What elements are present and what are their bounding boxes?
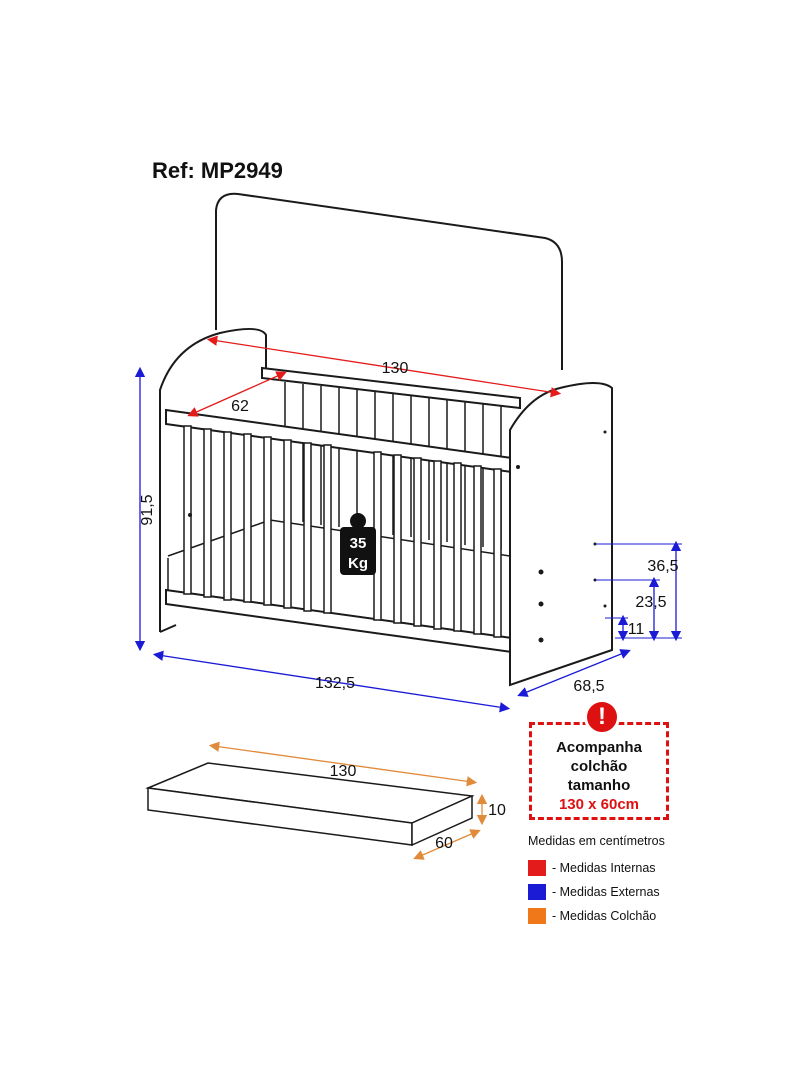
mattress-length-label: 130 [330, 763, 357, 780]
back-panel [215, 192, 563, 370]
legend-swatch-internal [528, 860, 546, 876]
adjustment-holes [188, 430, 607, 643]
legend: Medidas em centímetros - Medidas Interna… [528, 834, 768, 928]
legend-item-internal: - Medidas Internas [528, 856, 768, 880]
weight-badge: 35 Kg [340, 513, 376, 575]
base-height-mid-label: 23,5 [635, 594, 666, 611]
external-depth-line [517, 649, 631, 697]
legend-label-internal: - Medidas Internas [552, 861, 656, 875]
mattress-length-line [208, 741, 478, 787]
notice-line-2: colchão [570, 758, 628, 775]
base-height-high-label: 36,5 [647, 558, 678, 575]
mattress-included-notice: Acompanha colchão tamanho 130 x 60cm [529, 722, 669, 820]
mattress-height-label: 10 [488, 802, 506, 819]
legend-item-mattress: - Medidas Colchão [528, 904, 768, 928]
internal-length-label: 130 [382, 360, 409, 377]
notice-line-4: 130 x 60cm [558, 796, 640, 813]
product-reference: Ref: MP2949 [152, 158, 283, 183]
back-slats [284, 382, 502, 550]
notice-line-3: tamanho [567, 777, 631, 794]
legend-item-external: - Medidas Externas [528, 880, 768, 904]
right-end-panel [509, 382, 613, 687]
external-height-label: 91,5 [139, 494, 156, 525]
front-slats [183, 425, 502, 638]
exclamation-icon: ! [584, 699, 620, 735]
base-height-low-label: 11 [628, 621, 645, 638]
internal-width-label: 62 [231, 398, 249, 415]
legend-swatch-mattress [528, 908, 546, 924]
legend-label-external: - Medidas Externas [552, 885, 660, 899]
weight-unit: Kg [348, 555, 368, 572]
legend-label-mattress: - Medidas Colchão [552, 909, 657, 923]
internal-length-line [206, 335, 562, 398]
external-length-line [152, 650, 511, 713]
external-length-label: 132,5 [315, 675, 355, 692]
legend-title: Medidas em centímetros [528, 834, 665, 848]
mattress-width-line [413, 829, 481, 860]
external-depth-label: 68,5 [573, 678, 604, 695]
internal-width-line [187, 371, 287, 417]
mattress-width-label: 60 [435, 835, 453, 852]
weight-value: 35 [350, 535, 367, 552]
legend-swatch-external [528, 884, 546, 900]
notice-line-1: Acompanha [556, 739, 642, 756]
